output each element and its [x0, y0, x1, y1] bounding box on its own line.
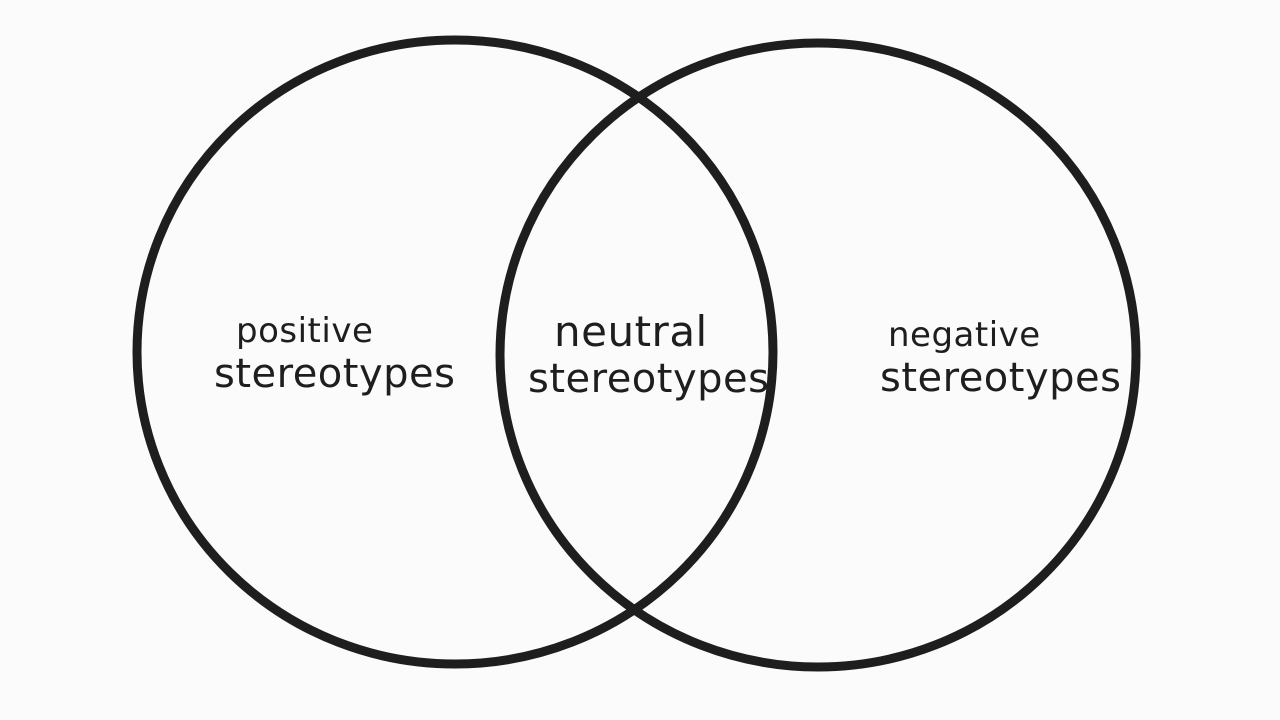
- positive-stereotypes-label: positive stereotypes: [214, 311, 456, 398]
- left-circle: [132, 35, 778, 669]
- right-label-line-2: stereotypes: [880, 355, 1122, 402]
- negative-stereotypes-label: negative stereotypes: [880, 315, 1122, 402]
- left-label-line-2: stereotypes: [214, 351, 456, 398]
- mid-label-line-2: stereotypes: [528, 356, 770, 403]
- mid-label-line-1: neutral: [554, 307, 708, 356]
- right-label-line-1: negative: [888, 315, 1041, 355]
- neutral-stereotypes-label: neutral stereotypes: [528, 307, 770, 403]
- right-circle: [495, 38, 1141, 672]
- left-label-line-1: positive: [236, 311, 374, 351]
